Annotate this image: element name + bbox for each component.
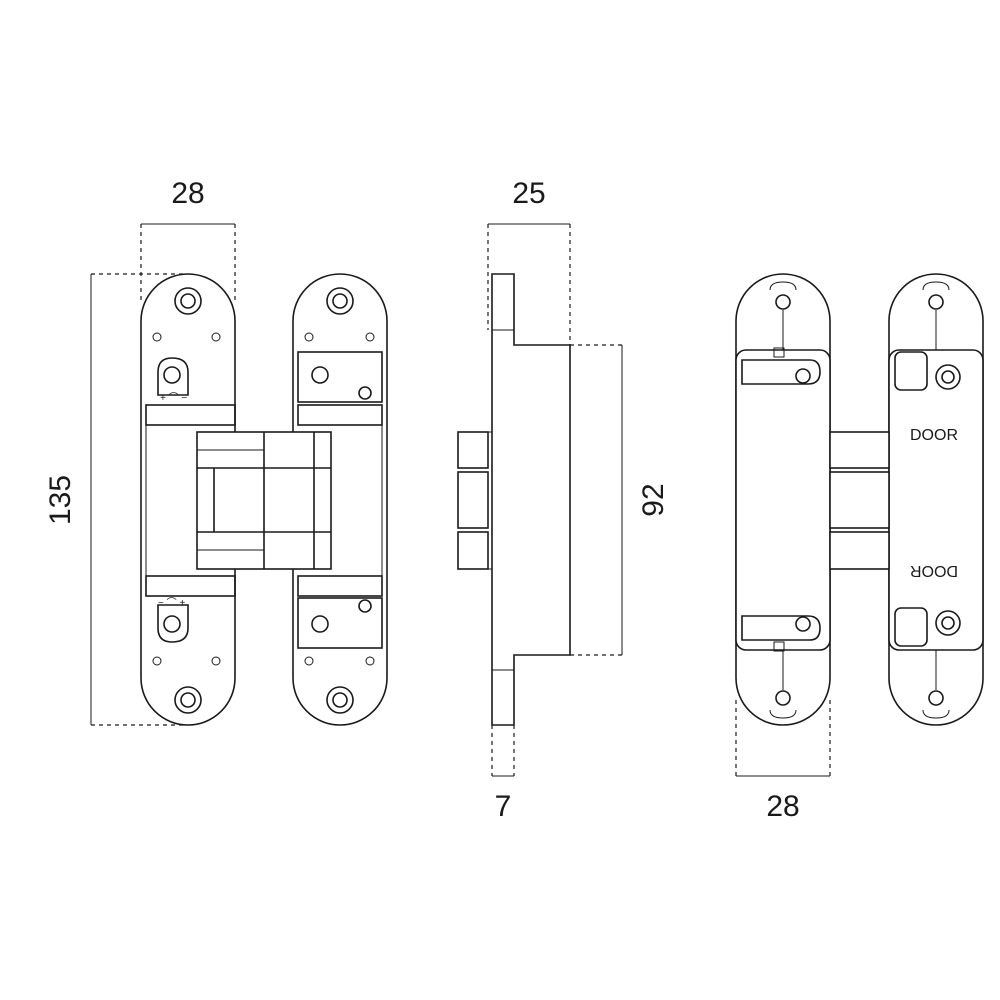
door-label-bottom: DOOR [910, 562, 958, 579]
back-knuckle [829, 431, 890, 570]
side-knuckle-mid [457, 471, 489, 529]
svg-text:+ ⌒ −: + ⌒ − [160, 392, 187, 404]
front-right-plate [292, 273, 388, 726]
back-right-plate: DOOR DOOR [888, 273, 984, 726]
side-knuckle-top [457, 431, 489, 469]
side-knuckle-bottom [457, 531, 489, 570]
front-width-label: 28 [171, 177, 204, 210]
back-view: DOOR DOOR 28 [735, 273, 984, 823]
back-width-label: 28 [766, 790, 799, 823]
side-depth-label: 25 [512, 177, 545, 210]
side-view: 25 92 7 [457, 177, 670, 823]
side-plate-label: 7 [495, 790, 512, 823]
front-knuckle [196, 431, 332, 570]
door-label-top: DOOR [910, 427, 958, 444]
side-body [491, 273, 571, 726]
front-height-label: 135 [44, 475, 77, 525]
front-left-plate: + ⌒ − − ⌒ + [140, 273, 236, 726]
svg-text:− ⌒ +: − ⌒ + [158, 597, 185, 609]
back-left-plate [735, 273, 831, 726]
front-view: 28 135 + ⌒ − − ⌒ + [44, 177, 388, 726]
side-height-label: 92 [637, 483, 670, 516]
